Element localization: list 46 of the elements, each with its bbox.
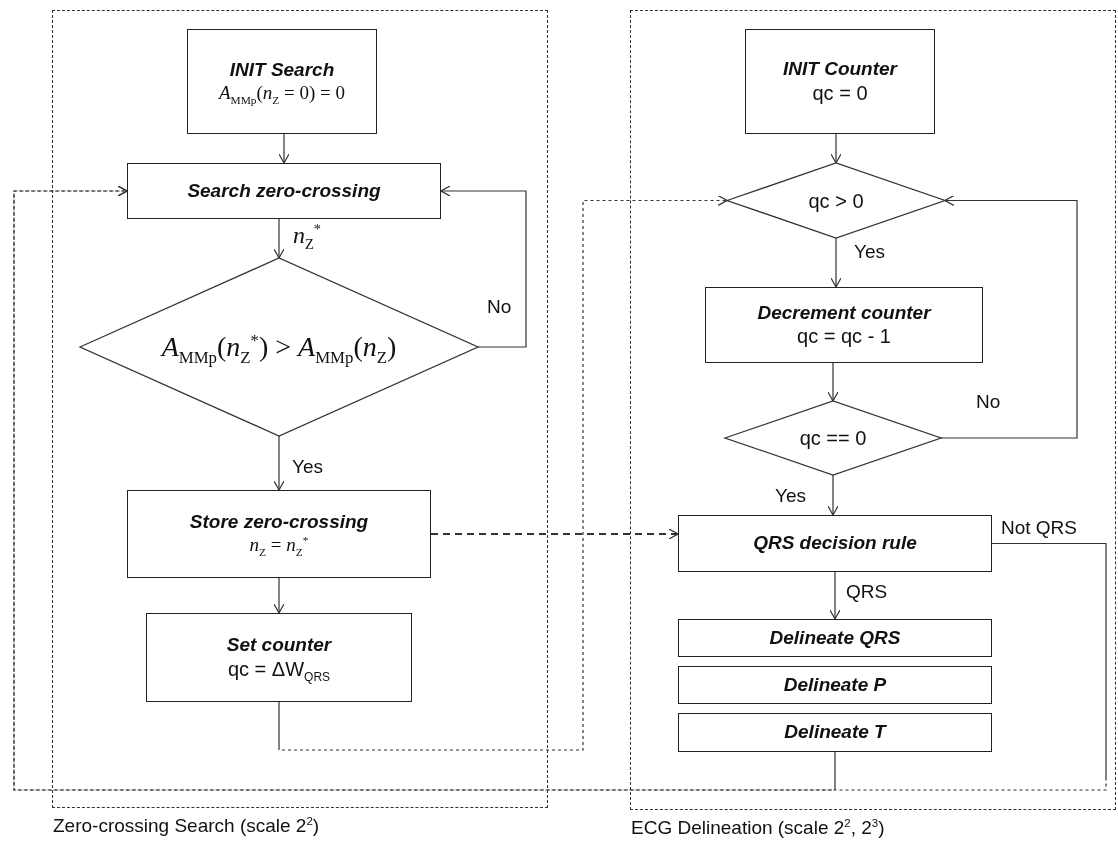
group-caption: Zero-crossing Search (scale 2$^{2}$) bbox=[53, 815, 320, 838]
step-title: Search zero-crossing bbox=[187, 179, 381, 203]
step-title: INIT Search bbox=[229, 58, 335, 82]
formula-text: qc = 0 bbox=[812, 80, 868, 105]
decision-diamond bbox=[727, 163, 945, 238]
step-title: Set counter bbox=[226, 634, 332, 657]
arrow bbox=[830, 133, 842, 164]
process-box bbox=[705, 287, 983, 363]
step-title: Delineate P bbox=[783, 673, 887, 697]
edge-label: Not QRS bbox=[1000, 518, 1079, 539]
step-title: Delineate T bbox=[784, 721, 886, 744]
step-title: Decrement counter bbox=[757, 301, 931, 325]
process-box bbox=[678, 619, 992, 657]
arrow bbox=[827, 362, 839, 402]
arrow bbox=[273, 435, 285, 491]
arrow bbox=[273, 577, 285, 614]
arrow bbox=[827, 474, 839, 516]
arrow bbox=[940, 194, 1078, 439]
step-title: INIT Counter bbox=[783, 58, 897, 81]
step-title: Store zero-crossing bbox=[189, 511, 369, 534]
formula-text: qc = qc - 1 bbox=[797, 324, 891, 349]
process-box bbox=[127, 490, 431, 578]
process-box bbox=[678, 713, 992, 752]
formula-text: A$_{MMp}$(n$_{Z}$ = 0) = 0 bbox=[218, 81, 346, 105]
process-box bbox=[187, 29, 377, 134]
edge-label: QRS bbox=[845, 582, 889, 603]
arrow bbox=[278, 133, 290, 164]
process-box bbox=[678, 515, 992, 572]
decision-diamond bbox=[80, 258, 478, 436]
formula-text: qc == 0 bbox=[799, 426, 867, 450]
decision-diamond bbox=[725, 401, 941, 475]
arrow bbox=[440, 185, 527, 348]
dashed-arrow bbox=[278, 194, 728, 751]
dashed-arrow bbox=[13, 185, 836, 791]
arrow bbox=[829, 571, 841, 620]
step-title: Delineate QRS bbox=[769, 626, 901, 650]
arrow bbox=[273, 218, 285, 259]
process-box bbox=[678, 666, 992, 704]
process-box bbox=[745, 29, 935, 134]
process-box bbox=[127, 163, 441, 219]
step-title: QRS decision rule bbox=[753, 532, 917, 555]
formula-text: qc > 0 bbox=[808, 188, 864, 213]
dashed-arrow bbox=[431, 528, 679, 540]
arrow bbox=[830, 237, 842, 288]
group-caption: ECG Delineation (scale 2$^{2}$, 2$^{3}$) bbox=[631, 817, 885, 840]
process-box bbox=[146, 613, 412, 702]
